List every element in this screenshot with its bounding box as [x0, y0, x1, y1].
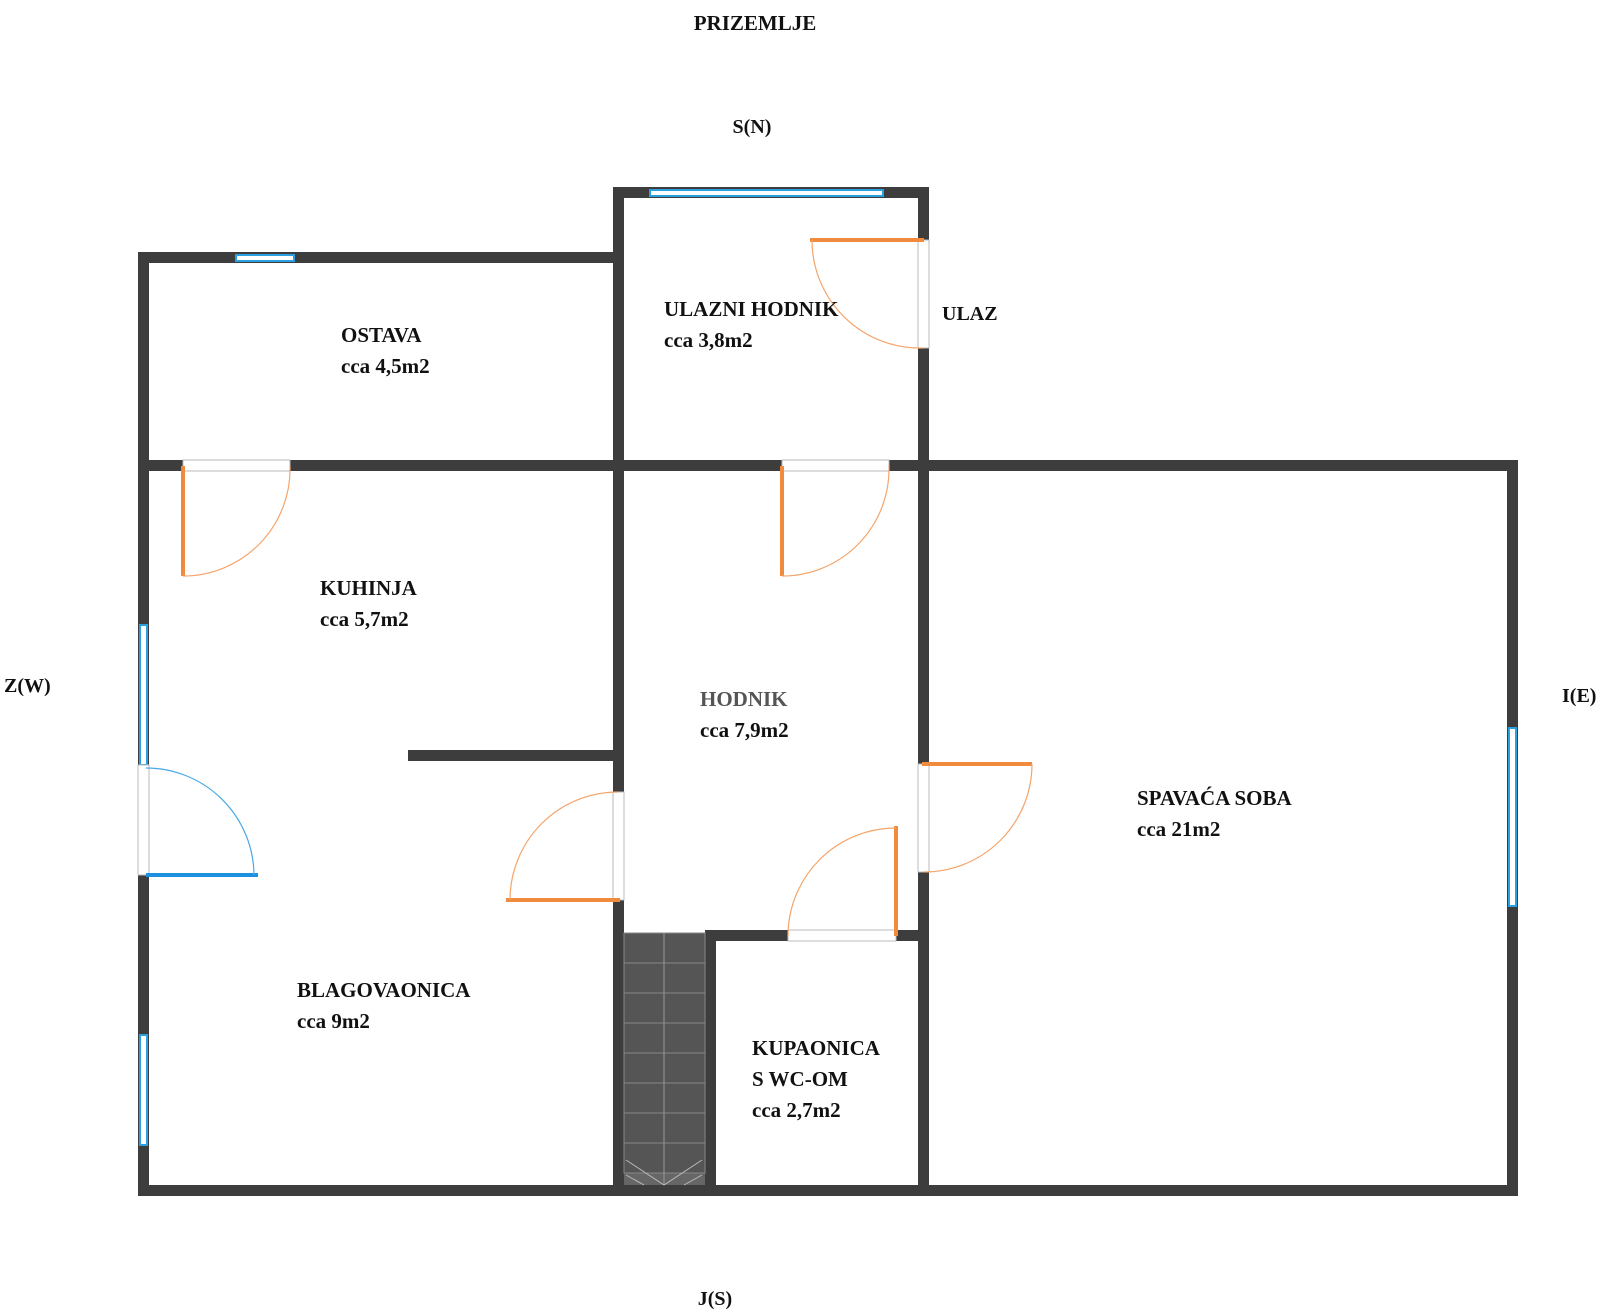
ostava-name: OSTAVA [341, 323, 422, 347]
spavaca-soba-name: SPAVAĆA SOBA [1137, 786, 1292, 810]
room-ostava: OSTAVA cca 4,5m2 [341, 323, 430, 378]
wall-kuhinja-partition [408, 750, 616, 761]
window-bedroom [1508, 727, 1517, 907]
kuhinja-area: cca 5,7m2 [320, 607, 409, 631]
room-hodnik: HODNIK cca 7,9m2 [700, 687, 789, 742]
compass-west: Z(W) [4, 675, 51, 697]
door-bathroom[interactable] [787, 826, 898, 937]
window-kuhinja [139, 624, 148, 766]
ulazni-hodnik-name: ULAZNI HODNIK [664, 297, 839, 321]
wall-hodnik-west [613, 187, 624, 1196]
door-openings [137, 239, 930, 942]
spavaca-soba-area: cca 21m2 [1137, 817, 1220, 841]
wall-hodnik-east [918, 187, 929, 1196]
ostava-area: cca 4,5m2 [341, 354, 430, 378]
compass-south: J(S) [698, 1288, 732, 1310]
door-west-exterior[interactable] [145, 767, 258, 877]
wall-south [138, 1185, 1518, 1196]
compass-north: S(N) [733, 116, 772, 138]
room-ulazni-hodnik: ULAZNI HODNIK cca 3,8m2 [664, 297, 839, 352]
entrance-label: ULAZ [942, 303, 998, 325]
kupaonica-name: KUPAONICA [752, 1036, 881, 1060]
kupaonica-name2: S WC-OM [752, 1067, 848, 1091]
room-blagovaonica: BLAGOVAONICA cca 9m2 [297, 978, 471, 1033]
staircase [623, 932, 706, 1186]
door-entrance[interactable] [810, 238, 925, 349]
hodnik-area: cca 7,9m2 [700, 718, 789, 742]
window-ostava [235, 254, 295, 262]
blagovaonica-name: BLAGOVAONICA [297, 978, 471, 1002]
room-kuhinja: KUHINJA cca 5,7m2 [320, 576, 418, 631]
wall-stair-east [705, 930, 716, 1196]
blagovaonica-area: cca 9m2 [297, 1009, 370, 1033]
kuhinja-name: KUHINJA [320, 576, 418, 600]
door-kuhinja[interactable] [181, 465, 291, 577]
windows [139, 189, 1517, 1146]
ulazni-hodnik-area: cca 3,8m2 [664, 328, 753, 352]
door-hodnik[interactable] [780, 465, 890, 577]
hodnik-name: HODNIK [700, 687, 788, 711]
window-entry [649, 189, 884, 197]
room-kupaonica: KUPAONICA S WC-OM cca 2,7m2 [752, 1036, 881, 1122]
door-bedroom[interactable] [922, 762, 1033, 873]
kupaonica-area: cca 2,7m2 [752, 1098, 841, 1122]
compass-east: I(E) [1562, 685, 1596, 707]
room-spavaca-soba: SPAVAĆA SOBA cca 21m2 [1137, 786, 1292, 841]
plan-title: PRIZEMLJE [694, 11, 817, 35]
window-blagovaonica [139, 1034, 148, 1146]
door-blagovaonica[interactable] [506, 791, 620, 902]
wall-ostava-north [138, 252, 616, 263]
